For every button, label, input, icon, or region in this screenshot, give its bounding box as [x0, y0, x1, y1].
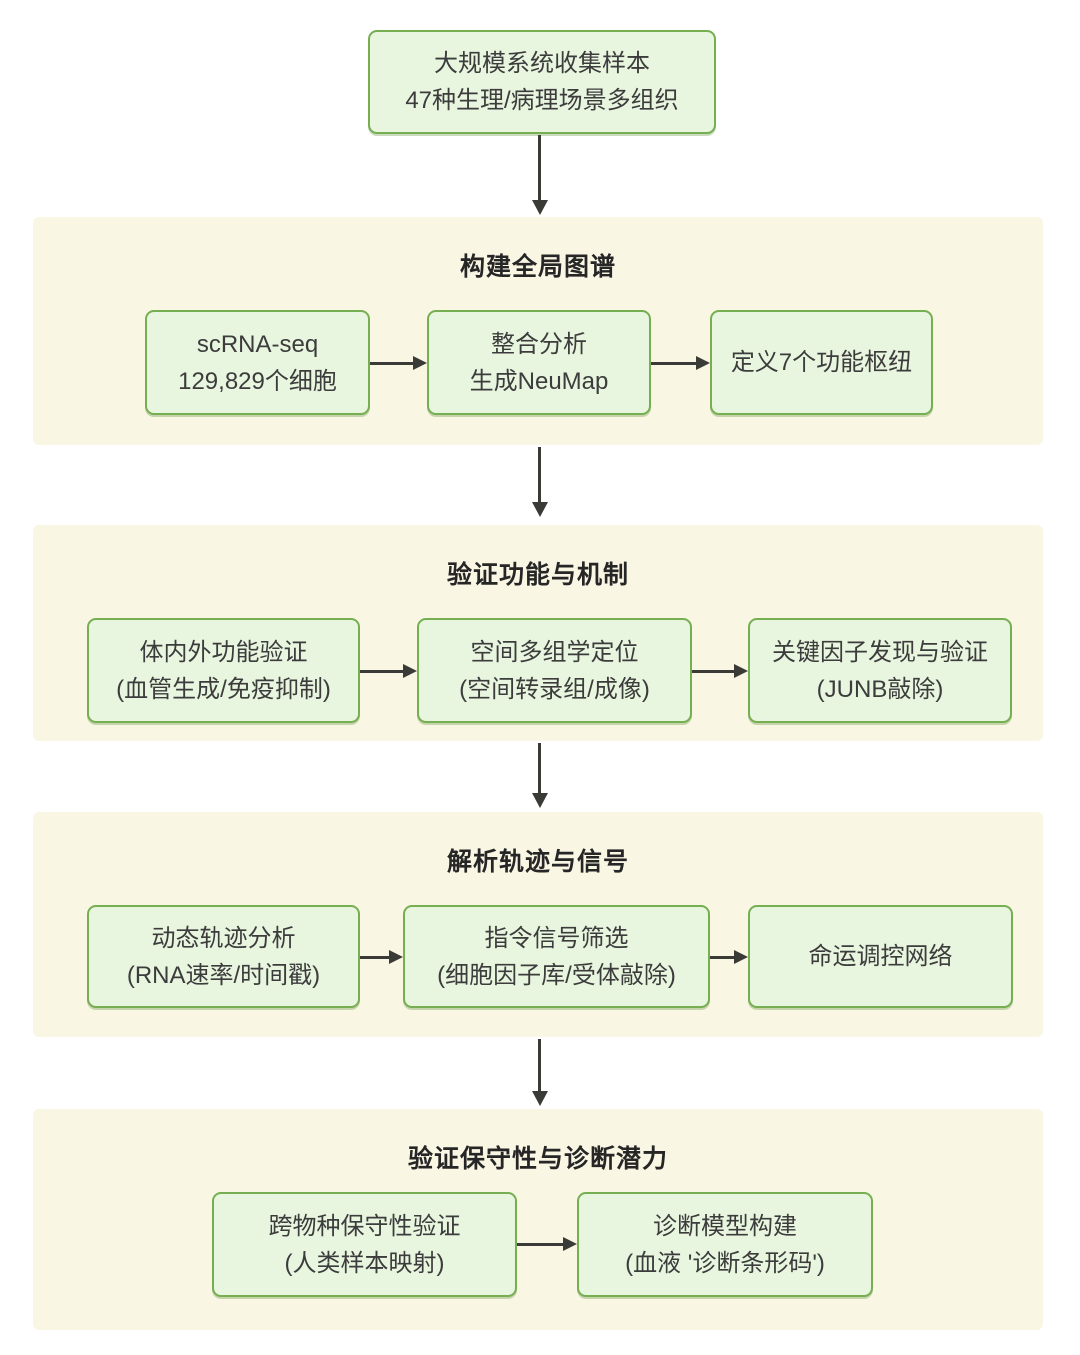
- arrow-head-icon: [563, 1237, 577, 1251]
- arrow-line: [538, 743, 541, 795]
- flow-node-line2: 47种生理/病理场景多组织: [405, 87, 679, 114]
- arrow-down-icon: [532, 135, 548, 215]
- flow-node-sample-collection: 大规模系统收集样本 47种生理/病理场景多组织: [368, 30, 716, 134]
- flow-node-line1: 命运调控网络: [808, 943, 953, 970]
- section-title: 构建全局图谱: [459, 253, 616, 281]
- arrow-right-icon: [370, 356, 427, 370]
- arrow-head-icon: [696, 356, 710, 370]
- flow-node-line2: 生成NeuMap: [469, 367, 609, 395]
- flow-node-in-vivo-vitro-validation: 体内外功能验证 (血管生成/免疫抑制): [87, 618, 360, 723]
- flow-node-spatial-multiomics: 空间多组学定位 (空间转录组/成像): [417, 618, 692, 723]
- flow-node-fate-regulation-network: 命运调控网络: [748, 905, 1013, 1008]
- flow-node-line2: (人类样本映射): [284, 1249, 445, 1277]
- flow-node-diagnostic-model: 诊断模型构建 (血液 '诊断条形码'): [577, 1192, 873, 1297]
- flow-node-line1: 整合分析: [491, 330, 587, 358]
- flow-node-line1: 定义7个功能枢纽: [730, 349, 913, 376]
- section-title: 验证功能与机制: [446, 561, 629, 589]
- arrow-head-icon: [734, 664, 748, 678]
- arrow-line: [517, 1243, 565, 1246]
- flow-node-line1: 指令信号筛选: [484, 924, 629, 952]
- flow-node-cross-species-validation: 跨物种保守性验证 (人类样本映射): [212, 1192, 517, 1297]
- arrow-head-icon: [532, 793, 548, 808]
- flow-node-line1: 诊断模型构建: [653, 1212, 797, 1240]
- arrow-right-icon: [360, 664, 417, 678]
- flow-node-line2: (细胞因子库/受体敲除): [437, 961, 676, 989]
- flow-node-scrna-seq: scRNA-seq 129,829个细胞: [145, 310, 370, 415]
- phase-section-global-map: 构建全局图谱 scRNA-seq 129,829个细胞 整合分析 生成NeuMa…: [33, 217, 1043, 445]
- flow-node-line2: (血管生成/免疫抑制): [116, 675, 331, 703]
- arrow-line: [538, 447, 541, 504]
- arrow-line: [651, 362, 698, 365]
- arrow-line: [538, 135, 541, 202]
- flow-node-line1: 大规模系统收集样本: [434, 50, 650, 77]
- phase-section-trajectory-signal: 解析轨迹与信号 动态轨迹分析 (RNA速率/时间戳) 指令信号筛选 (细胞因子库…: [33, 812, 1043, 1037]
- arrow-head-icon: [413, 356, 427, 370]
- arrow-line: [360, 670, 405, 673]
- arrow-right-icon: [710, 950, 748, 964]
- arrow-head-icon: [532, 502, 548, 517]
- arrow-right-icon: [517, 1237, 577, 1251]
- flow-node-line2: (RNA速率/时间戳): [126, 961, 321, 989]
- arrow-line: [360, 956, 391, 959]
- phase-section-conservation-diagnosis: 验证保守性与诊断潜力 跨物种保守性验证 (人类样本映射) 诊断模型构建 (血液 …: [33, 1109, 1043, 1330]
- arrow-head-icon: [532, 200, 548, 215]
- arrow-right-icon: [692, 664, 748, 678]
- section-title: 解析轨迹与信号: [446, 848, 629, 876]
- flow-node-dynamic-trajectory: 动态轨迹分析 (RNA速率/时间戳): [87, 905, 360, 1008]
- arrow-line: [370, 362, 415, 365]
- section-title: 验证保守性与诊断潜力: [407, 1145, 668, 1173]
- arrow-head-icon: [734, 950, 748, 964]
- flow-node-integration-neumap: 整合分析 生成NeuMap: [427, 310, 651, 415]
- flow-node-instructive-signal-screen: 指令信号筛选 (细胞因子库/受体敲除): [403, 905, 710, 1008]
- flow-node-functional-hubs: 定义7个功能枢纽: [710, 310, 933, 415]
- flow-node-line1: 跨物种保守性验证: [268, 1212, 461, 1240]
- arrow-head-icon: [532, 1091, 548, 1106]
- flow-node-line1: 动态轨迹分析: [151, 924, 296, 952]
- flow-node-line2: (JUNB敲除): [816, 675, 944, 703]
- flow-node-line2: (空间转录组/成像): [459, 675, 650, 703]
- flow-node-line1: 空间多组学定位: [470, 638, 639, 666]
- arrow-down-icon: [532, 743, 548, 808]
- flow-node-key-factor-junb: 关键因子发现与验证 (JUNB敲除): [748, 618, 1012, 723]
- phase-section-function-mechanism: 验证功能与机制 体内外功能验证 (血管生成/免疫抑制) 空间多组学定位 (空间转…: [33, 525, 1043, 741]
- arrow-head-icon: [403, 664, 417, 678]
- arrow-down-icon: [532, 1039, 548, 1106]
- arrow-line: [538, 1039, 541, 1093]
- flow-node-line1: scRNA-seq: [196, 330, 319, 358]
- arrow-right-icon: [360, 950, 403, 964]
- arrow-line: [692, 670, 736, 673]
- arrow-down-icon: [532, 447, 548, 517]
- flow-node-line2: 129,829个细胞: [178, 367, 337, 395]
- arrow-right-icon: [651, 356, 710, 370]
- flow-node-line2: (血液 '诊断条形码'): [625, 1249, 825, 1277]
- arrow-line: [710, 956, 736, 959]
- flow-node-line1: 体内外功能验证: [139, 638, 308, 666]
- flow-node-line1: 关键因子发现与验证: [772, 638, 988, 666]
- arrow-head-icon: [389, 950, 403, 964]
